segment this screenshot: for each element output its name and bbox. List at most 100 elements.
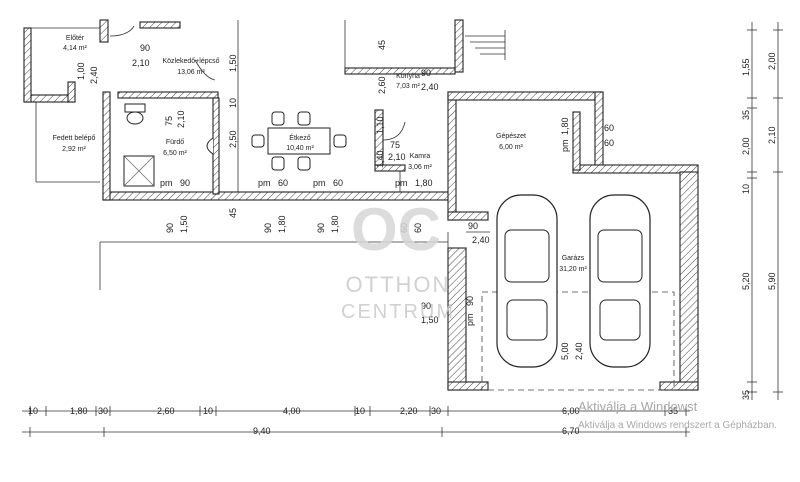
watermark-logo: OC <box>351 196 441 263</box>
otthon-centrum-watermark: OC OTTHON CENTRUM <box>341 196 455 323</box>
wall-left-entry <box>23 27 32 103</box>
door-swing-bath <box>194 59 216 81</box>
dim-bottom-6: 4,00 <box>283 406 301 416</box>
label-pm2v: 60 <box>278 178 288 188</box>
dim-bottom-10: 6,00 <box>562 406 580 416</box>
dim-right-6: 35 <box>741 390 751 400</box>
label-pm5: pm <box>560 139 570 152</box>
label-konyha-v: 2,60 <box>377 76 387 94</box>
dim-bottom-7: 10 <box>355 406 365 416</box>
sink-icon <box>206 137 214 155</box>
room-area-kamra: 3,06 m² <box>408 164 432 171</box>
label-win-180-a: 1,80 <box>277 215 287 233</box>
room-area-etkezo: 10,40 m² <box>286 145 314 152</box>
label-kamra-3: 2,10 <box>388 152 406 162</box>
activation-subtitle: Aktiválja a Windows rendszert a Gépházba… <box>578 420 777 431</box>
label-pm1v: 90 <box>180 178 190 188</box>
wall-bath-top <box>117 91 219 99</box>
dim-right-5: 5,20 <box>741 272 751 290</box>
label-kamra-2: 75 <box>390 140 400 150</box>
label-gar-pm: pm <box>465 313 475 326</box>
label-win-90-b: 90 <box>263 223 273 233</box>
label-gar-door: 90 <box>468 221 478 231</box>
dim-right-col2-3: 5,90 <box>767 272 777 290</box>
label-kamra-4: 1,40 <box>375 150 385 168</box>
wall-kamra-top <box>374 164 406 172</box>
car-right-icon <box>589 194 651 368</box>
label-top-v: 45 <box>377 40 387 50</box>
label-kozl-4: 45 <box>228 208 238 218</box>
dim-bottom-9: 30 <box>431 406 441 416</box>
dim-bottom-5: 10 <box>203 406 213 416</box>
label-pm2: pm <box>258 178 271 188</box>
label-pm4: pm <box>395 178 408 188</box>
label-eloter-door-h: 2,10 <box>132 58 150 68</box>
room-area-konyha: 7,03 m² <box>396 83 420 90</box>
dim-right-4: 10 <box>741 184 751 194</box>
label-win-150: 1,50 <box>179 215 189 233</box>
label-pm5v: 1,80 <box>560 117 570 135</box>
dim-right-col2-1: 2,00 <box>767 52 777 70</box>
label-kozl-2: 10 <box>228 98 238 108</box>
room-area-gepeszet: 6,00 m² <box>499 144 523 151</box>
wall-gepeszet-top <box>447 91 604 101</box>
dim-ticks-row2 <box>29 427 687 437</box>
label-konyha-door: 90 <box>421 68 431 78</box>
label-kozl-1: 1,50 <box>228 54 238 72</box>
dim-bottom-4: 2,60 <box>157 406 175 416</box>
watermark-line2: CENTRUM <box>341 301 455 323</box>
dim-right-1: 1,55 <box>741 58 751 76</box>
toilet-icon <box>124 103 146 125</box>
room-area-kozlekedo: 13,06 m² <box>177 69 205 76</box>
dim-ticks-row1 <box>29 406 687 416</box>
label-pm4v: 1,80 <box>415 178 433 188</box>
dim-ticks-col2 <box>773 29 783 393</box>
dim-bottom-total-house: 9,40 <box>253 426 271 436</box>
room-area-eloter: 4,14 m² <box>63 45 87 52</box>
label-gar-240: 2,40 <box>574 342 584 360</box>
label-pm3v: 60 <box>333 178 343 188</box>
label-win-60b: 60 <box>413 223 423 233</box>
dim-right-col2-2: 2,10 <box>767 126 777 144</box>
wall-entry-stub <box>67 81 76 103</box>
shower-icon <box>123 155 155 187</box>
label-gar-500: 5,00 <box>560 342 570 360</box>
label-konyha-door-h: 2,40 <box>421 82 439 92</box>
label-win-90-a: 90 <box>165 223 175 233</box>
wall-konyha-top <box>344 67 456 75</box>
label-pm1: pm <box>160 178 173 188</box>
label-gar-win-150: 1,50 <box>421 315 439 325</box>
label-gar-win-90: 90 <box>421 301 431 311</box>
wall-garage-top <box>572 164 699 174</box>
wall-bath-right <box>212 97 220 195</box>
label-kamra-1: 1,10 <box>375 116 385 134</box>
label-win-60: 60 <box>399 223 409 233</box>
wall-gepeszet-right <box>594 91 604 173</box>
wall-gepeszet-left <box>447 91 457 221</box>
dim-ticks-col1 <box>747 29 757 393</box>
label-furdo-a: 75 <box>164 116 174 126</box>
room-name-konyha: Konyha <box>396 73 420 80</box>
label-win-90-c: 90 <box>316 223 326 233</box>
staircase <box>465 30 506 60</box>
label-eloter-door: 90 <box>140 43 150 53</box>
wall-garage-right <box>679 171 699 391</box>
wall-garage-br <box>659 381 699 391</box>
dim-bottom-2: 1,80 <box>70 406 88 416</box>
room-name-furdo: Fürdő <box>166 139 184 146</box>
room-name-kamra: Kamra <box>410 153 431 160</box>
room-name-etkezo: Étkező <box>289 133 311 142</box>
label-gep-60a: 60 <box>604 123 614 133</box>
dim-right-3: 2,00 <box>741 137 751 155</box>
dim-right-2: 35 <box>741 110 751 120</box>
label-furdo-b: 2,10 <box>176 110 186 128</box>
activation-title: Aktiválja a Windowst <box>578 399 698 414</box>
room-area-furdo: 6,50 m² <box>163 150 187 157</box>
label-eloter-b: 2,40 <box>89 66 99 84</box>
label-gep-60b: 60 <box>604 138 614 148</box>
room-name-eloter: Előtér <box>66 35 85 42</box>
label-pm3: pm <box>313 178 326 188</box>
dim-bottom-11: 35 <box>668 406 678 416</box>
wall-left-bath <box>102 91 111 201</box>
